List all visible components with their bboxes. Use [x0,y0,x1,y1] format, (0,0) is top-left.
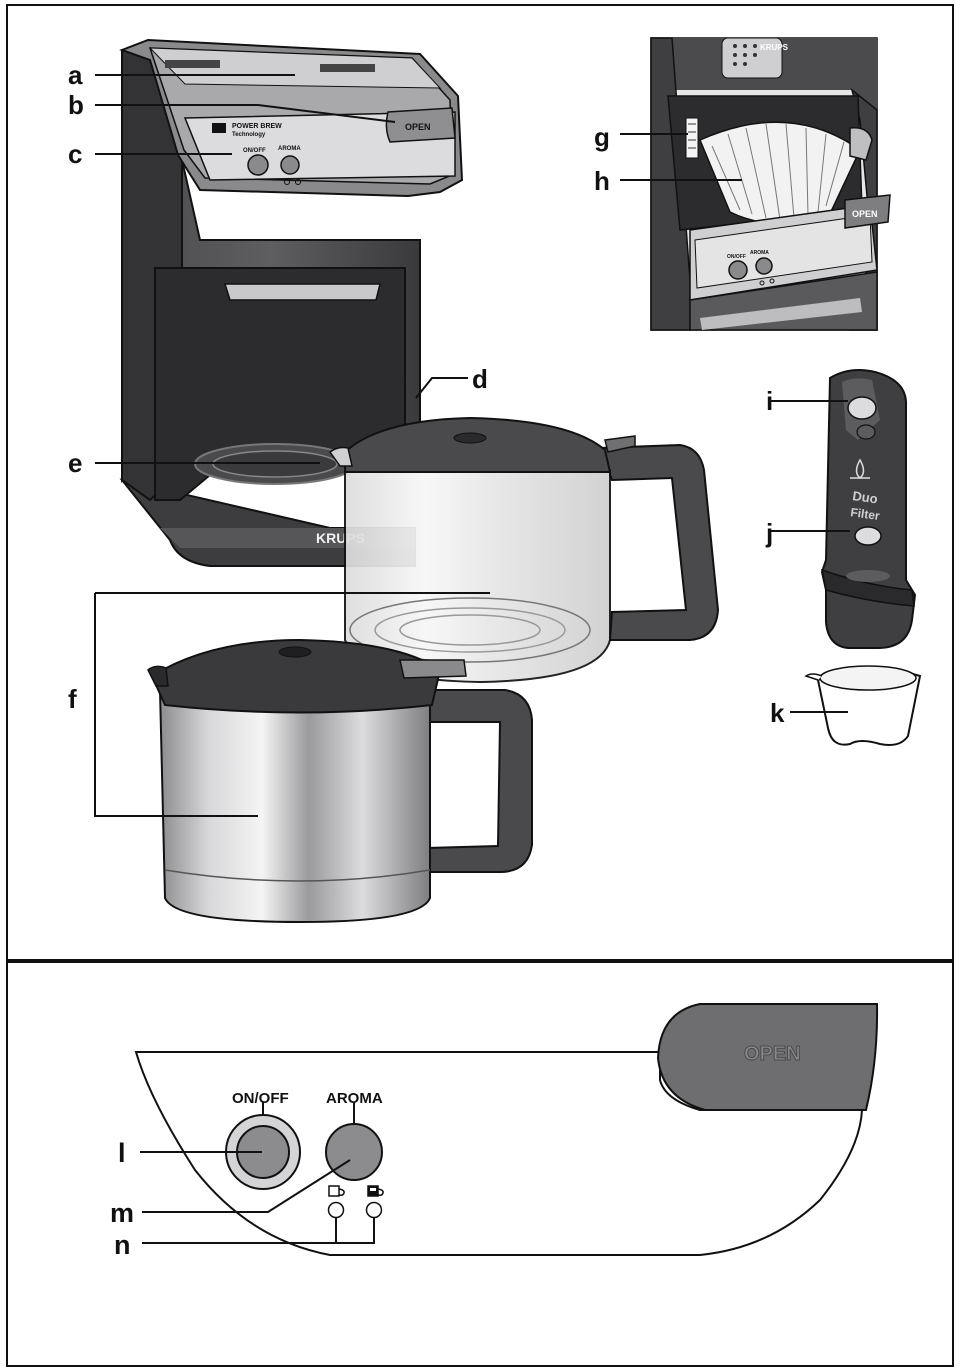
callout-d: d [472,364,488,394]
inset-onoff-label: ON/OFF [727,254,746,260]
cartridge-text-filter: Filter [850,505,881,523]
led-aroma [365,1201,383,1219]
thermo-carafe-handle [419,689,533,873]
coffee-machine: KRUPS OPEN POWER BREW Technology ON/OFF … [119,38,464,567]
inset-onoff-button[interactable] [728,260,748,280]
panel-open-label: OPEN [744,1043,801,1065]
power-brew-icon [212,123,226,133]
cartridge-text-duo: Duo [852,488,879,506]
inset-brand: KRUPS [760,43,789,52]
callout-k: k [770,698,785,728]
callout-e: e [68,448,82,478]
callout-i: i [766,386,773,416]
badge-line2: Technology [232,132,266,138]
led-normal [327,1201,345,1219]
glass-carafe-lid [344,416,612,473]
control-panel-closeup: OPEN ON/OFF AROMA [134,1003,879,1256]
panel-onoff-label: ON/OFF [232,1090,289,1107]
badge-line1: POWER BREW [232,123,282,130]
callout-m: m [110,1198,134,1228]
callout-leaders-top [94,74,850,817]
aroma-button-small[interactable] [280,155,300,175]
duo-filter-cartridge: Duo Filter [820,369,917,649]
thermo-carafe [147,638,533,924]
callout-g: g [594,122,610,152]
inset-open-button[interactable] [844,194,891,229]
filter-inset: KRUPS OPEN ON/OFF AROMA [650,37,891,331]
top-panel-frame [6,4,954,961]
callout-f: f [68,684,77,714]
panel-aroma-button[interactable] [325,1123,383,1181]
callout-l: l [118,1138,126,1168]
bottom-panel-frame [6,961,954,1367]
aroma-label-small: AROMA [278,146,301,152]
inset-aroma-button[interactable] [755,257,773,275]
callout-b: b [68,90,84,120]
cartridge-lower-hole [854,526,882,546]
callout-leaders-bottom [140,1102,375,1244]
callout-n: n [114,1230,131,1260]
onoff-button-small[interactable] [247,154,269,176]
open-button-label: OPEN [405,122,431,132]
panel-aroma-label: AROMA [326,1090,383,1107]
measuring-spoon [804,665,922,746]
inset-aroma-label: AROMA [750,250,769,256]
open-button[interactable] [385,107,456,143]
cartridge-top-hole [847,396,877,420]
callout-h: h [594,166,610,196]
thermo-carafe-lid [150,638,442,714]
strong-cup-icon [367,1185,384,1197]
inset-open-label: OPEN [852,209,878,219]
callout-j: j [765,518,773,548]
panel-open-button[interactable] [656,1003,879,1111]
control-panel-outline [134,1051,864,1256]
onoff-label-small: ON/OFF [243,148,266,154]
small-cup-icon [328,1185,345,1197]
callout-c: c [68,139,82,169]
glass-carafe [328,416,720,684]
callout-a: a [68,60,83,90]
glass-carafe-handle [598,443,720,641]
